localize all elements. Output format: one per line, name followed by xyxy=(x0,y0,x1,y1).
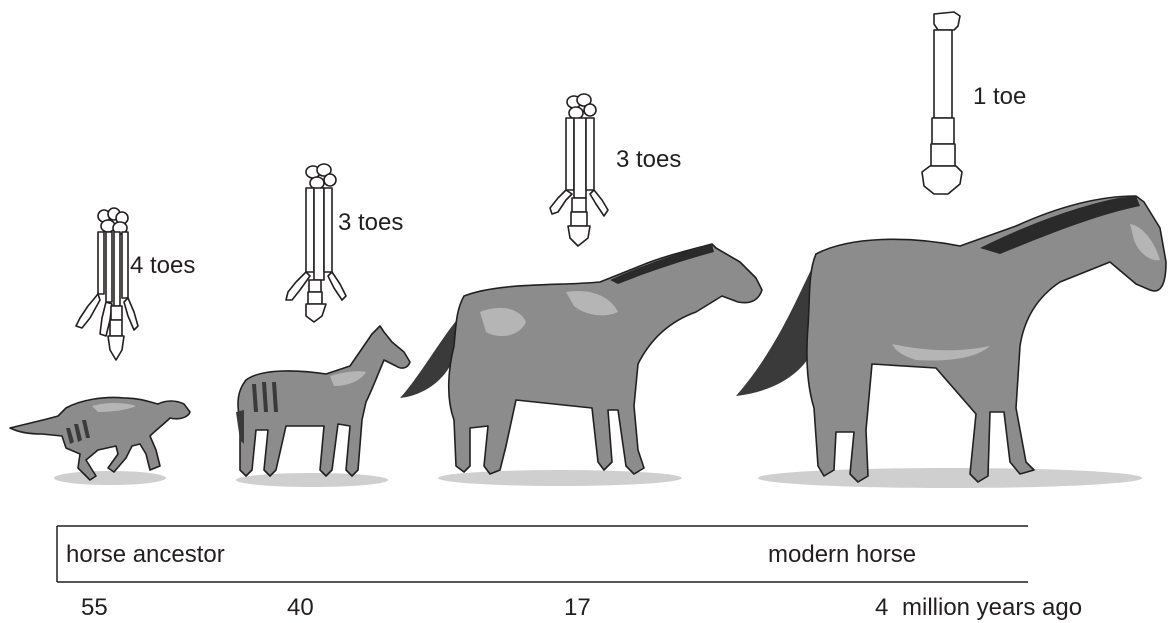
foot-label-3-toes-large: 3 toes xyxy=(616,146,681,173)
time-label-55: 55 xyxy=(81,594,108,621)
time-label-4: 4 xyxy=(875,594,888,621)
foot-3-toes-large-icon xyxy=(550,94,608,246)
foot-label-4-toes: 4 toes xyxy=(130,252,195,279)
foot-4-toes-icon xyxy=(76,208,138,360)
foot-3-toes-small-icon xyxy=(286,164,346,322)
time-label-40: 40 xyxy=(287,594,314,621)
foot-label-3-toes-small: 3 toes xyxy=(338,209,403,236)
timeline: horse ancestor modern horse xyxy=(57,526,1028,582)
time-unit-label: million years ago xyxy=(902,594,1082,621)
timeline-end-label: modern horse xyxy=(768,541,916,568)
early-horse-icon xyxy=(236,326,410,487)
foot-label-1-toe: 1 toe xyxy=(973,83,1026,110)
modern-horse-icon xyxy=(736,196,1166,488)
foot-1-toe-icon xyxy=(922,12,962,194)
timeline-start-label: horse ancestor xyxy=(66,541,225,568)
middle-horse-icon xyxy=(400,244,762,486)
horse-ancestor-icon xyxy=(10,397,190,485)
time-label-17: 17 xyxy=(564,594,591,621)
